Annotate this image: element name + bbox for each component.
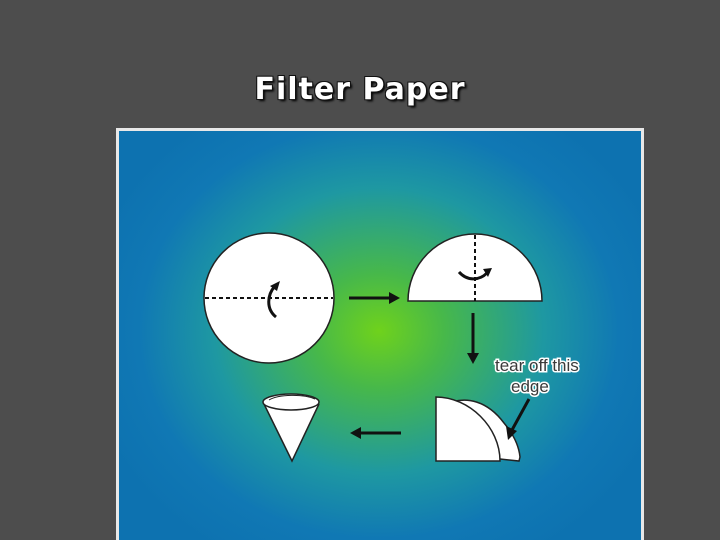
- folding-diagram: tear off this edge: [203, 232, 580, 463]
- slide-title: Filter Paper: [254, 72, 466, 107]
- step-semicircle: [407, 233, 543, 302]
- left-arrow-icon: [350, 427, 401, 439]
- tear-note-line-1: tear off this: [495, 356, 579, 375]
- tear-note-line-2: edge: [511, 377, 549, 396]
- step-cone: [262, 393, 320, 463]
- step-quarter: [435, 396, 521, 462]
- figure-frame: tear off this edge: [116, 128, 644, 540]
- curved-arrow-icon: [457, 268, 492, 281]
- diagram-panel: tear off this edge: [119, 131, 641, 540]
- curved-arrow-icon: [267, 281, 280, 319]
- down-arrow-icon: [467, 313, 479, 364]
- right-arrow-icon: [349, 292, 400, 304]
- pointer-arrow-icon: [506, 398, 531, 440]
